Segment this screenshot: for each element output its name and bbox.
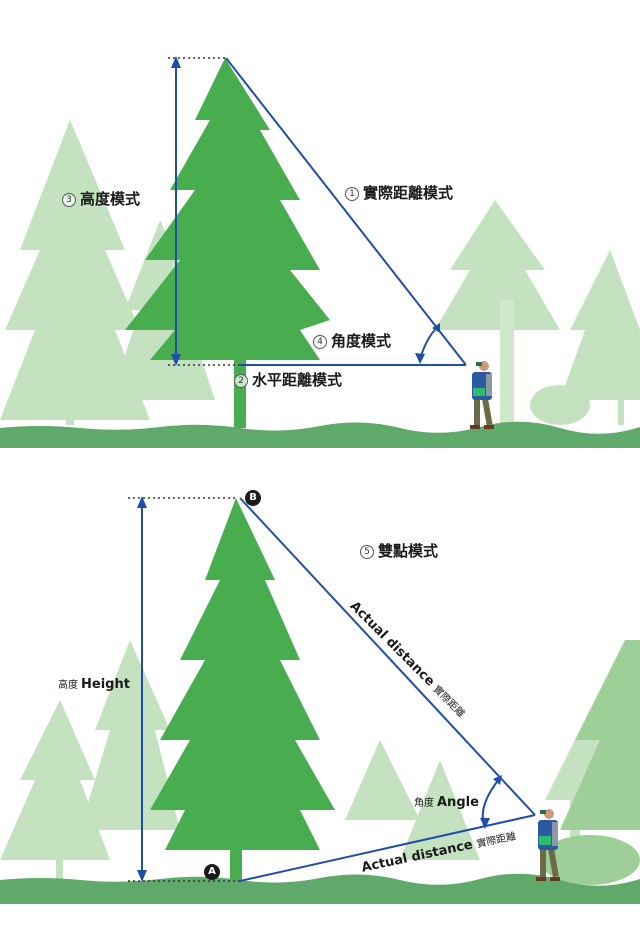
mid-trees-icon: [540, 640, 640, 885]
ground: [0, 421, 640, 448]
forest-illustration-top: [0, 56, 640, 448]
hiker-icon: [536, 809, 560, 881]
forest-illustration-bottom: [0, 496, 640, 904]
point-a-marker: A: [204, 864, 220, 880]
point-b-marker: B: [245, 490, 261, 506]
arrowheads-icon: [171, 56, 440, 366]
hiker-icon: [470, 361, 494, 429]
main-tree-icon: [150, 498, 335, 882]
arrowheads-icon: [137, 496, 502, 882]
